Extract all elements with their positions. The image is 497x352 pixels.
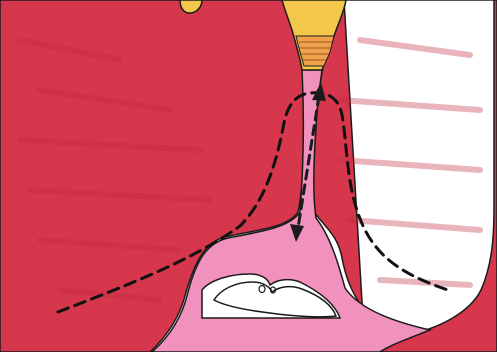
illustration-canvas <box>0 0 497 352</box>
anatomical-diagram <box>0 0 497 352</box>
